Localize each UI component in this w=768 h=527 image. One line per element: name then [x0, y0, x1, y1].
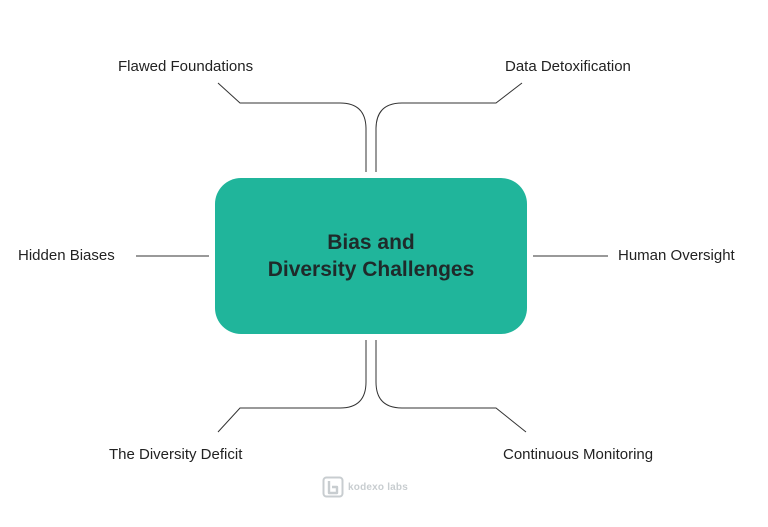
- central-topic-line-2: Diversity Challenges: [267, 258, 475, 281]
- node-data-detoxification: Data Detoxification: [505, 58, 631, 75]
- connector-diversity-deficit: [217, 340, 367, 433]
- connector-flawed-foundations: [217, 82, 367, 172]
- brand-logo: kodexo labs: [322, 476, 408, 498]
- central-topic-line-1: Bias and: [327, 231, 415, 254]
- node-diversity-deficit: The Diversity Deficit: [109, 446, 243, 463]
- node-flawed-foundations: Flawed Foundations: [118, 58, 254, 75]
- connector-continuous-monitoring: [375, 340, 527, 433]
- connector-data-detoxification: [375, 82, 523, 172]
- node-continuous-monitoring: Continuous Monitoring: [503, 446, 654, 463]
- node-hidden-biases: Hidden Biases: [18, 247, 115, 264]
- logo-text: kodexo labs: [348, 481, 408, 493]
- central-topic-box: Bias and Diversity Challenges: [215, 178, 527, 334]
- kodexo-logo-icon: [322, 476, 344, 498]
- node-human-oversight: Human Oversight: [618, 247, 735, 264]
